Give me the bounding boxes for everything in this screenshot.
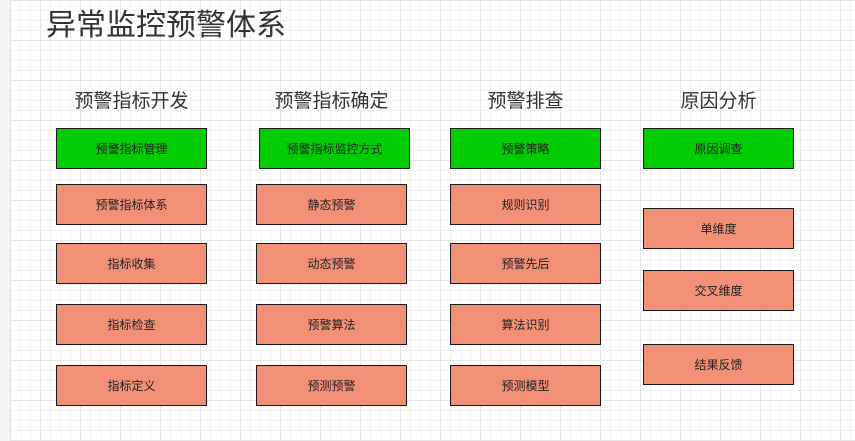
node-warning-strategy[interactable]: 预警策略: [450, 128, 601, 169]
node-indicator-system[interactable]: 预警指标体系: [56, 184, 207, 225]
node-monitoring-method[interactable]: 预警指标监控方式: [259, 128, 410, 169]
node-rule-recognition[interactable]: 规则识别: [450, 184, 601, 225]
column-heading-indicator-determination: 预警指标确定: [274, 90, 389, 112]
node-cause-investigation[interactable]: 原因调查: [643, 128, 794, 169]
column-heading-warning-investigation: 预警排查: [487, 90, 564, 112]
node-cross-dimension[interactable]: 交叉维度: [643, 270, 794, 311]
node-algorithm-recognition[interactable]: 算法识别: [450, 304, 601, 345]
node-indicator-management[interactable]: 预警指标管理: [56, 128, 207, 169]
node-prediction-model[interactable]: 预测模型: [450, 365, 601, 406]
canvas-left-ruler: [0, 0, 11, 441]
node-result-feedback[interactable]: 结果反馈: [643, 344, 794, 385]
node-warning-priority[interactable]: 预警先后: [450, 243, 601, 284]
node-predictive-warning[interactable]: 预测预警: [256, 365, 407, 406]
node-static-warning[interactable]: 静态预警: [256, 184, 407, 225]
node-warning-algorithm[interactable]: 预警算法: [256, 304, 407, 345]
node-indicator-collection[interactable]: 指标收集: [56, 243, 207, 284]
column-heading-cause-analysis: 原因分析: [680, 90, 757, 112]
node-indicator-definition[interactable]: 指标定义: [56, 365, 207, 406]
diagram-title: 异常监控预警体系: [46, 8, 286, 43]
node-indicator-check[interactable]: 指标检查: [56, 304, 207, 345]
node-single-dimension[interactable]: 单维度: [643, 208, 794, 249]
column-heading-indicator-development: 预警指标开发: [74, 90, 189, 112]
node-dynamic-warning[interactable]: 动态预警: [256, 243, 407, 284]
